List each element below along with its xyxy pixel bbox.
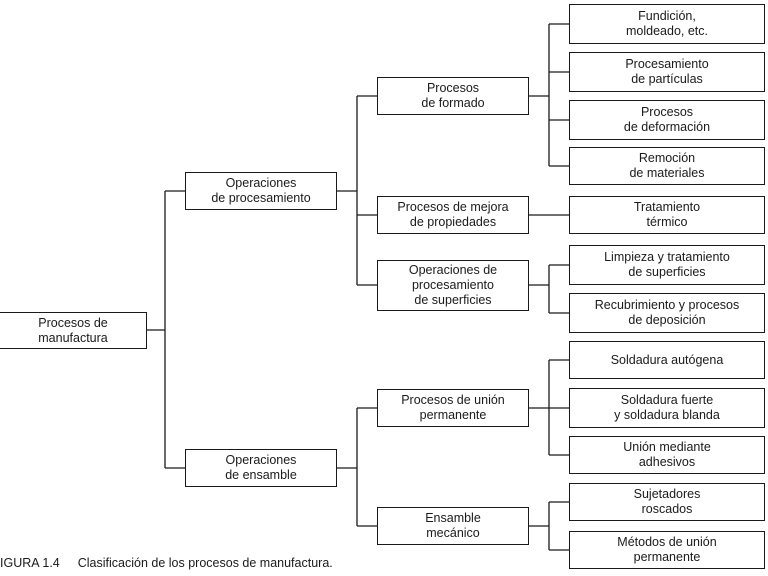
node-procesos-de-formado: Procesos de formado — [377, 77, 529, 115]
node-procesamiento-de-superficies: Operaciones de procesamiento de superfic… — [377, 260, 529, 311]
node-procesos-de-mejora: Procesos de mejora de propiedades — [377, 196, 529, 234]
leaf-sujetadores-roscados: Sujetadores roscados — [569, 483, 765, 521]
leaf-procesamiento-de-particulas: Procesamiento de partículas — [569, 52, 765, 92]
node-operaciones-de-ensamble: Operaciones de ensamble — [185, 449, 337, 487]
leaf-limpieza-y-tratamiento: Limpieza y tratamiento de superficies — [569, 245, 765, 285]
leaf-soldadura-fuerte: Soldadura fuerte y soldadura blanda — [569, 388, 765, 428]
figure-caption: IGURA 1.4 Clasificación de los procesos d… — [0, 556, 333, 570]
node-ensamble-mecanico: Ensamble mecánico — [377, 507, 529, 545]
node-operaciones-de-procesamiento: Operaciones de procesamiento — [185, 172, 337, 210]
figure-number: IGURA 1.4 — [0, 556, 60, 570]
leaf-fundicion: Fundición, moldeado, etc. — [569, 4, 765, 44]
leaf-tratamiento-termico: Tratamiento térmico — [569, 196, 765, 234]
leaf-union-mediante-adhesivos: Unión mediante adhesivos — [569, 436, 765, 474]
leaf-remocion-de-materiales: Remoción de materiales — [569, 147, 765, 185]
figure-caption-text: Clasificación de los procesos de manufac… — [77, 556, 333, 570]
leaf-recubrimiento: Recubrimiento y procesos de deposición — [569, 293, 765, 333]
node-procesos-de-manufactura: Procesos de manufactura — [0, 312, 147, 349]
leaf-metodos-de-union: Métodos de unión permanente — [569, 531, 765, 569]
leaf-soldadura-autogena: Soldadura autógena — [569, 341, 765, 379]
node-procesos-de-union: Procesos de unión permanente — [377, 389, 529, 427]
leaf-procesos-de-deformacion: Procesos de deformación — [569, 100, 765, 140]
